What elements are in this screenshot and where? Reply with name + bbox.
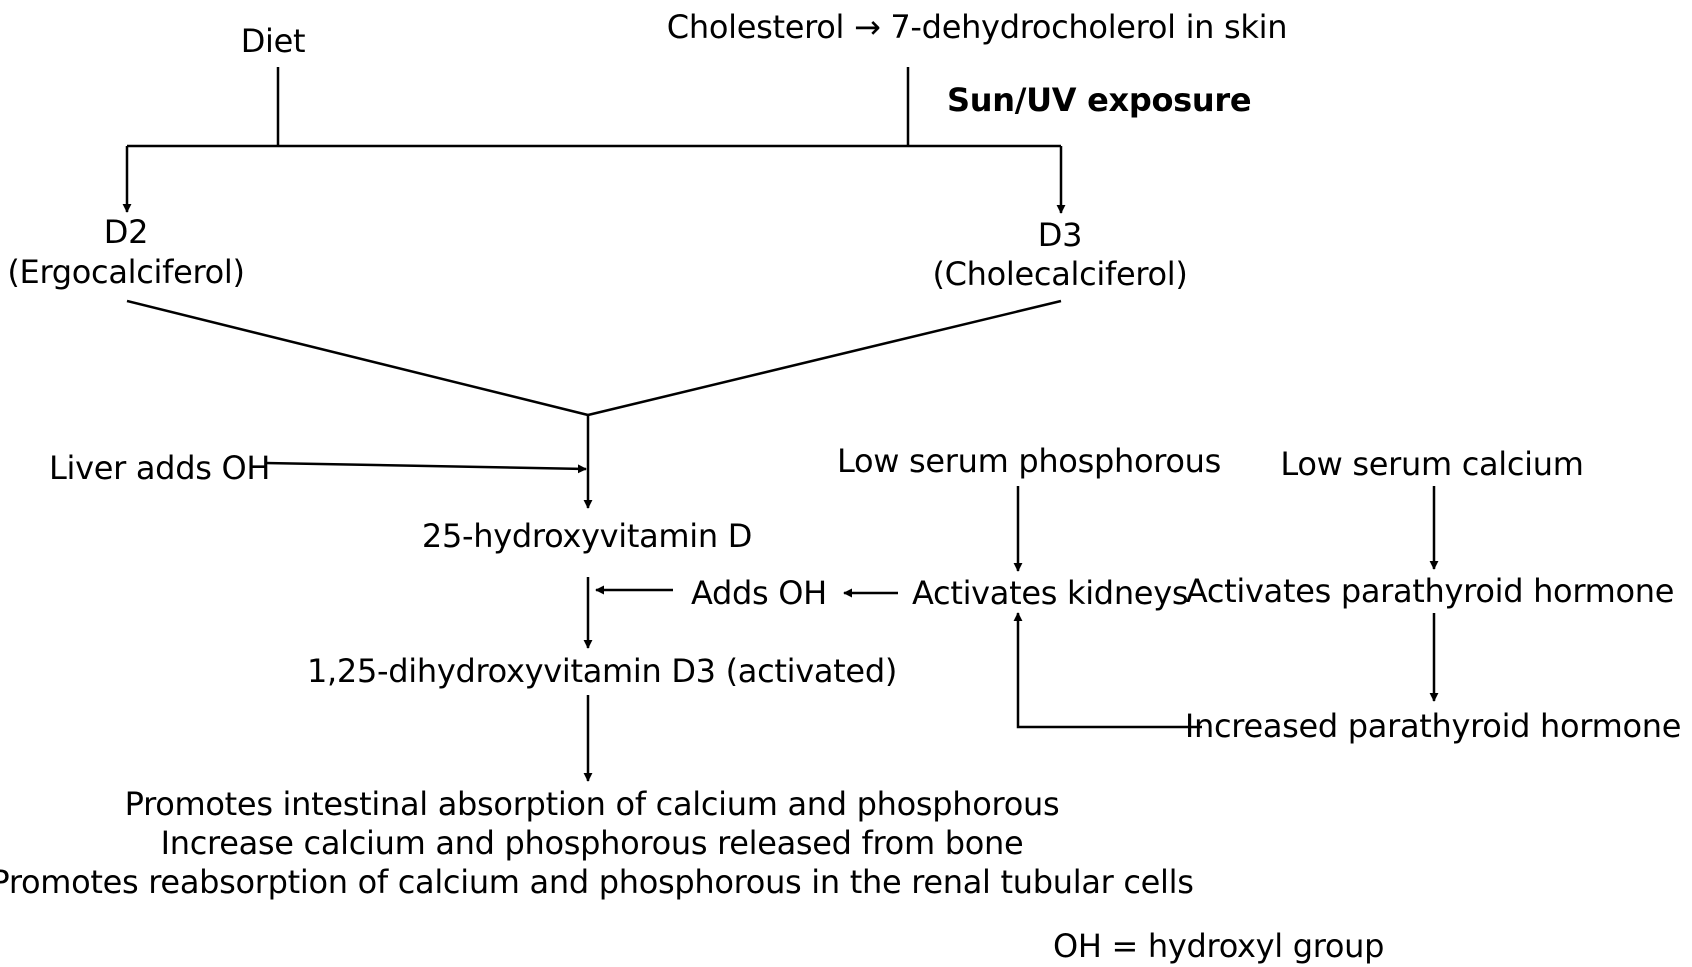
increased-parathyroid-label: Increased parathyroid hormone: [1184, 707, 1682, 745]
liver-label: Liver adds OH: [49, 449, 271, 487]
legend-oh-definition: OH = hydroxyl group: [1053, 927, 1385, 965]
liver-arrow: [264, 461, 587, 474]
d2-subtitle: (Ergocalciferol): [7, 253, 245, 291]
outcome-item: Promotes intestinal absorption of calciu…: [124, 785, 1060, 823]
25-hydroxyvitamin-d-label: 25-hydroxyvitamin D: [421, 517, 753, 555]
d2-converge-line: [126, 299, 589, 417]
low-serum-calcium-label: Low serum calcium: [1280, 445, 1584, 483]
low-serum-phosphorous-label: Low serum phosphorous: [836, 442, 1222, 480]
cholesterol-label: Cholesterol → 7-dehydrocholerol in skin: [666, 8, 1288, 46]
outcome-item: Increase calcium and phosphorous release…: [160, 824, 1024, 862]
d3-label: D3: [1037, 216, 1083, 254]
activates-parathyroid-label: Activates parathyroid hormone: [1185, 572, 1675, 610]
d2-label: D2: [103, 213, 149, 251]
pth-feedback-arrow: [1013, 612, 1202, 729]
sun-uv-label: Sun/UV exposure: [947, 81, 1252, 119]
d3-converge-line: [587, 299, 1062, 417]
adds-oh-label: Adds OH: [691, 574, 827, 612]
activates-kidneys-label: Activates kidneys: [912, 574, 1189, 612]
diet-label: Diet: [240, 22, 306, 60]
d3-subtitle: (Cholecalciferol): [932, 255, 1188, 293]
outcome-item: Promotes reabsorption of calcium and pho…: [0, 863, 1194, 901]
outcomes-list: Promotes intestinal absorption of calciu…: [0, 785, 1194, 902]
dihydroxyvitamin-d3-label: 1,25-dihydroxyvitamin D3 (activated): [306, 652, 898, 690]
